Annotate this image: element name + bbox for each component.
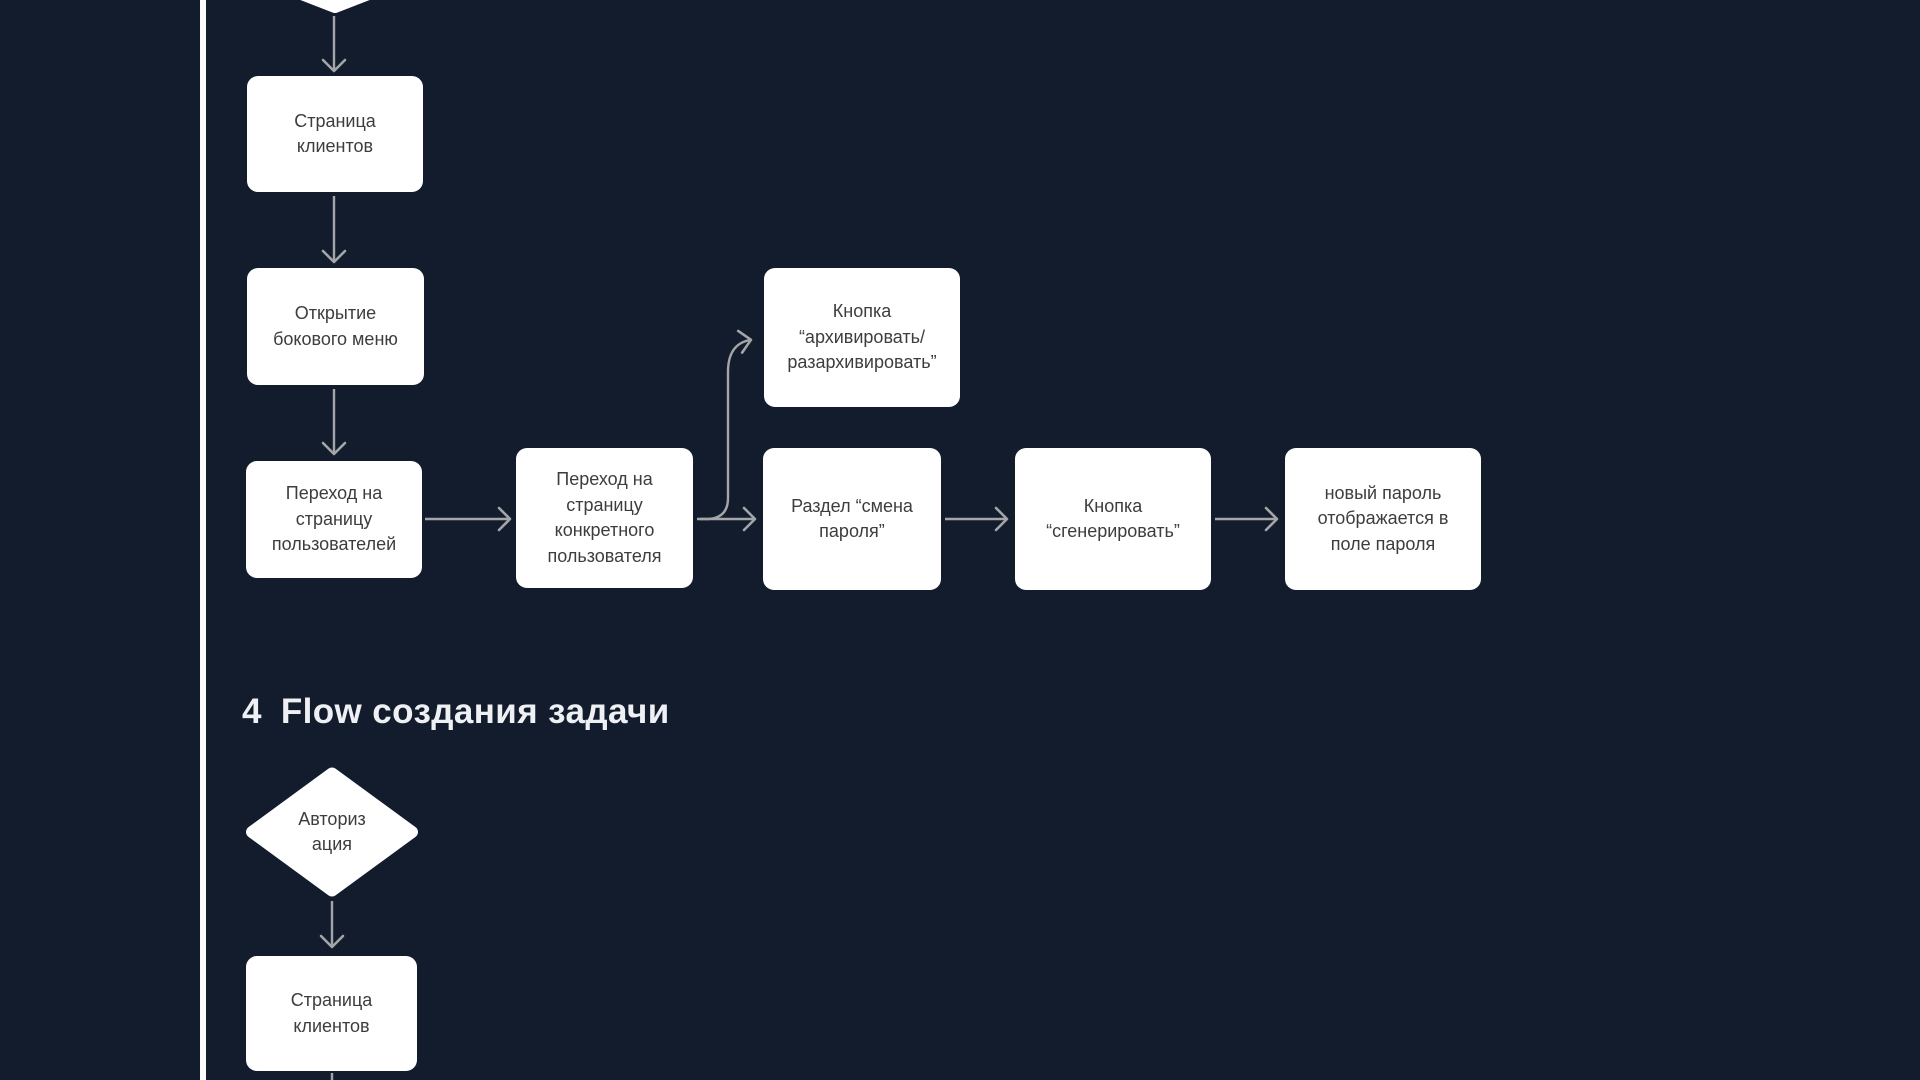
section-heading: 4 Flow создания задачи	[242, 690, 670, 734]
node-generate-button[interactable]: Кнопка “сгенерировать”	[1015, 448, 1211, 590]
connector-user-page-to-archive-button	[700, 329, 753, 521]
node-change-password-section[interactable]: Раздел “смена пароля”	[763, 448, 941, 590]
section-number: 4	[242, 692, 262, 731]
node-open-side-menu[interactable]: Открытие бокового меню	[247, 268, 424, 385]
page-edge-divider	[200, 0, 206, 1080]
decision-authorization-shape[interactable]	[246, 767, 418, 897]
node-new-password-field[interactable]: новый пароль отображается в поле пароля	[1285, 448, 1481, 590]
decision-node-partial-top[interactable]	[255, 0, 415, 13]
node-go-to-user-page[interactable]: Переход на страницу конкретного пользова…	[516, 448, 693, 588]
node-archive-button[interactable]: Кнопка “архивировать/ разархивировать”	[764, 268, 960, 407]
node-go-to-users-page[interactable]: Переход на страницу пользователей	[246, 461, 422, 578]
node-clients-page-1[interactable]: Страница клиентов	[247, 76, 423, 192]
section-title: Flow создания задачи	[280, 692, 670, 731]
node-clients-page-2[interactable]: Страница клиентов	[246, 956, 417, 1071]
